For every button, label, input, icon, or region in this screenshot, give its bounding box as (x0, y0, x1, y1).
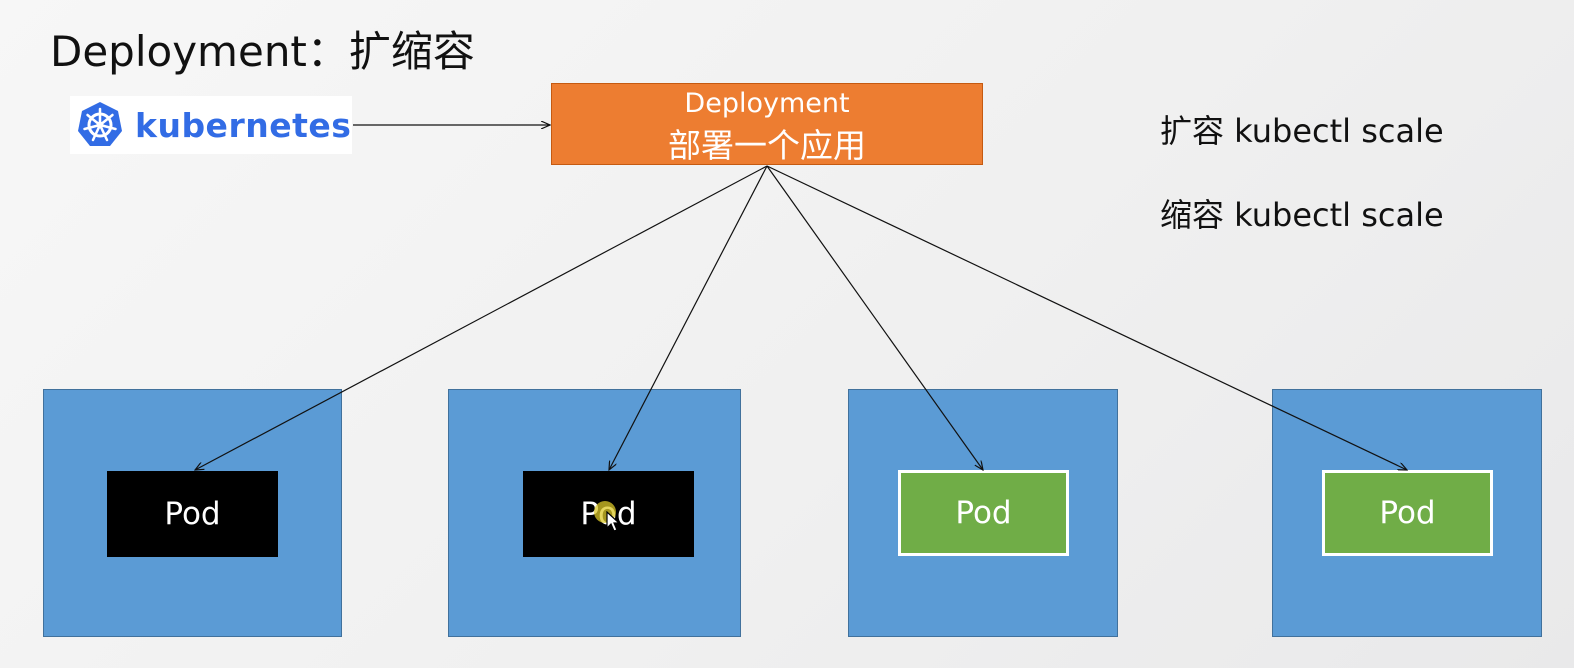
scale-down-command: 缩容 kubectl scale (1160, 196, 1444, 234)
deployment-label: Deployment (684, 88, 850, 119)
deployment-description: 部署一个应用 (668, 126, 866, 165)
deployment-box: Deployment 部署一个应用 (551, 83, 983, 165)
kubernetes-helm-icon (78, 102, 122, 146)
pod-1: Pod (107, 471, 278, 557)
scale-up-command: 扩容 kubectl scale (1160, 112, 1444, 150)
node-3: Pod (848, 389, 1118, 637)
node-4: Pod (1272, 389, 1542, 637)
pod-4: Pod (1322, 470, 1493, 556)
node-1: Pod (43, 389, 342, 637)
pod-3: Pod (898, 470, 1069, 556)
kubernetes-logo: kubernetes (70, 96, 352, 154)
kubernetes-wordmark: kubernetes (135, 105, 352, 145)
mouse-pointer-icon (606, 511, 621, 532)
page-title: Deployment：扩缩容 (50, 27, 475, 76)
